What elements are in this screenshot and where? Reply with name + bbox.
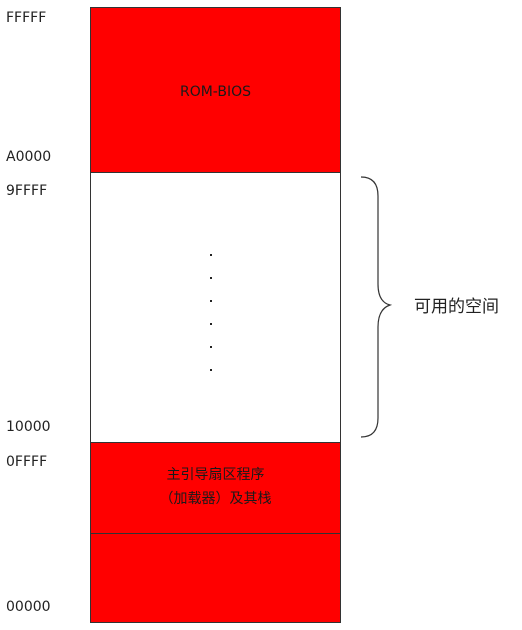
ellipsis-dot (210, 254, 212, 256)
ellipsis-dot (210, 369, 212, 371)
boot-sector-label-line1: 主引导扇区程序 (166, 467, 265, 483)
low-memory-block (90, 533, 341, 623)
address-0ffff-label: 0FFFF (6, 454, 48, 470)
address-9ffff-label: 9FFFF (6, 183, 48, 199)
rom-bios-label: ROM-BIOS (179, 84, 252, 100)
ellipsis-dot (210, 300, 212, 302)
boot-sector-label-line2: （加载器）及其栈 (159, 491, 272, 507)
address-top-label: FFFFF (6, 10, 47, 26)
available-space-label: 可用的空间 (414, 297, 499, 317)
ellipsis-dot (210, 277, 212, 279)
address-10000-label: 10000 (6, 419, 51, 435)
curly-brace-icon (360, 176, 393, 438)
available-space-block (90, 172, 341, 443)
address-bottom-label: 00000 (6, 599, 51, 615)
boot-sector-block: 主引导扇区程序 （加载器）及其栈 (90, 442, 341, 534)
ellipsis-dot (210, 346, 212, 348)
ellipsis-dot (210, 323, 212, 325)
address-a0000-label: A0000 (6, 149, 52, 165)
rom-bios-block: ROM-BIOS (90, 7, 341, 173)
